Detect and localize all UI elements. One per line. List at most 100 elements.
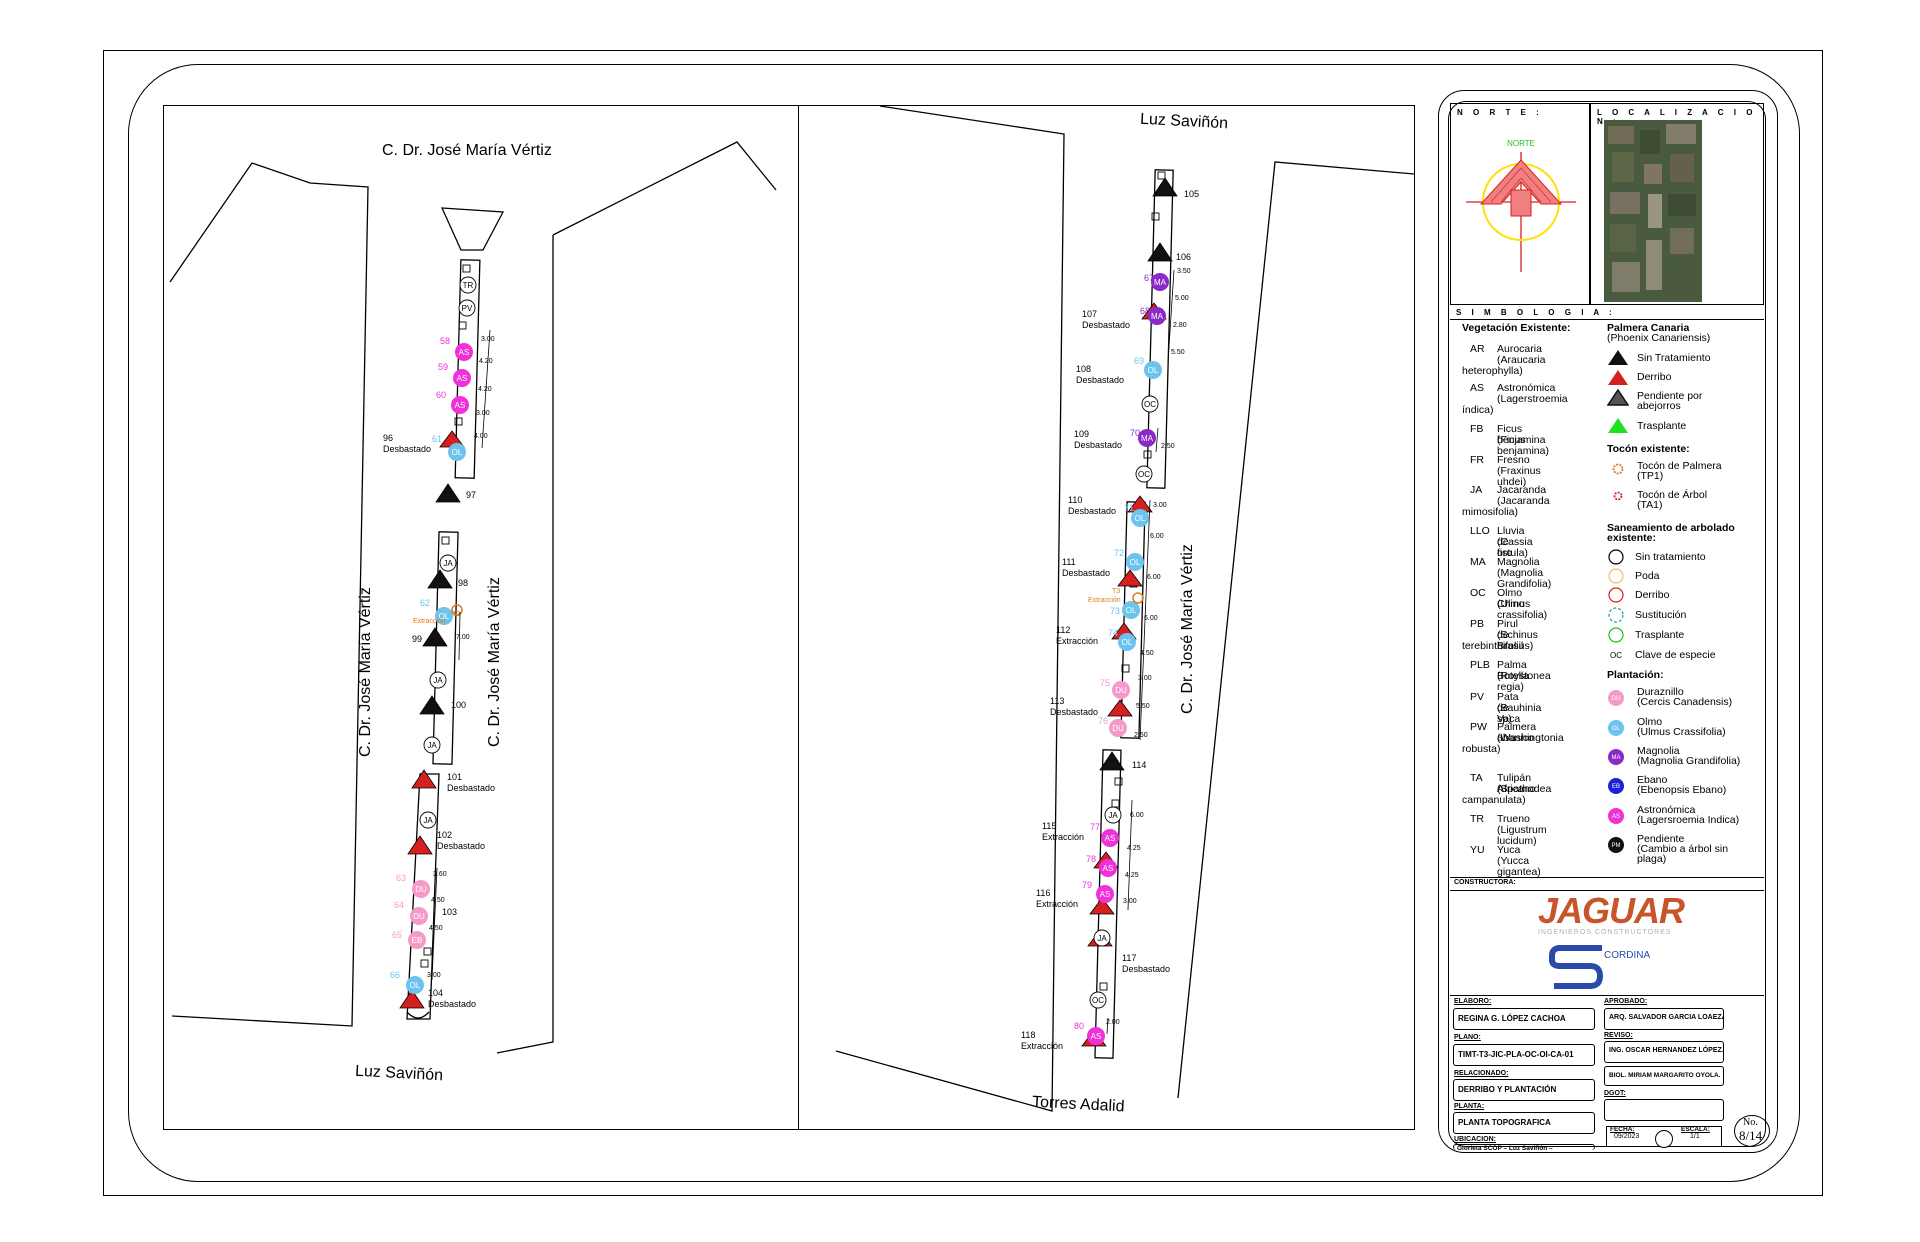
tree-ja: JA (419, 811, 437, 829)
palm-sin-tratamiento (1152, 177, 1178, 197)
dimension-label: 3.00 (1138, 675, 1152, 682)
dimension-label: 6.00 (1144, 615, 1158, 622)
dgot-field (1604, 1099, 1724, 1121)
tree-label: 115 (1042, 821, 1057, 831)
svg-text:JA: JA (443, 559, 453, 568)
planting-number: 61 (432, 434, 443, 444)
sheet-number-value: 8/14 (1739, 1128, 1763, 1143)
north-arrow-icon: NORTE (1466, 139, 1576, 272)
svg-text:AS: AS (1105, 834, 1116, 843)
title-block-inner (1448, 101, 1766, 1147)
palm-sin-tratamiento (422, 627, 448, 647)
tocon-status: Extracción (413, 618, 446, 625)
dimension-label: 7.00 (456, 634, 470, 641)
planting-number: 68 (1140, 306, 1151, 316)
planting-number: 76 (1098, 716, 1109, 726)
tree-label: 114 (1132, 760, 1147, 770)
planting-number: 59 (438, 362, 449, 372)
tree-status: Extracción (1021, 1041, 1064, 1051)
tocon-palmera-icon (1132, 592, 1144, 604)
palm-sin-tratamiento (435, 483, 461, 503)
svg-text:DU: DU (415, 885, 427, 894)
palm-symbol-icons (1607, 350, 1629, 433)
tree-label: 117 (1122, 953, 1137, 963)
plantacion-item: (Cercis Canadensis) (1637, 696, 1733, 708)
svg-text:OL: OL (1135, 514, 1146, 523)
planting-number: 79 (1082, 880, 1093, 890)
planting-number: 69 (1134, 356, 1145, 366)
saneamiento-item: Clave de especie (1635, 649, 1716, 661)
tree-status: Desbastado (1074, 440, 1123, 450)
ubicacion-label: UBICACION: (1454, 1136, 1496, 1143)
tocon-legend-item: Tocón de Árbol (1637, 489, 1708, 501)
tree-status: Desbastado (1068, 506, 1117, 516)
elaboro-label: ELABORO: (1454, 998, 1492, 1005)
title-block (1438, 90, 1778, 1153)
planting-ma: MA (1148, 307, 1166, 325)
dimension-label: 4.20 (478, 386, 492, 393)
plantacion-item: Olmo (1637, 716, 1663, 728)
palm-legend-item: Derribo (1637, 371, 1672, 383)
planting-ol: OL (1122, 601, 1140, 619)
street-label-top-left: C. Dr. José María Vértiz (382, 142, 552, 159)
planting-as: AS (1101, 829, 1119, 847)
tocon-legend-item: (TA1) (1637, 499, 1663, 511)
cordina-logo-text: CORDINA (1604, 950, 1651, 961)
svg-text:OL: OL (439, 612, 450, 621)
dimension-label: 6.00 (1150, 533, 1164, 540)
svg-text:OC: OC (1144, 400, 1156, 409)
svg-text:DU: DU (1612, 696, 1621, 702)
tree-label: 110 (1068, 495, 1083, 505)
planting-ol: OL (1131, 509, 1149, 527)
planting-du: DU (1109, 719, 1127, 737)
svg-text:EB: EB (1612, 784, 1620, 790)
svg-text:MA: MA (1154, 278, 1167, 287)
planting-du: DU (1112, 681, 1130, 699)
tree-ja: JA (1093, 929, 1111, 947)
svg-text:JA: JA (423, 816, 433, 825)
svg-text:OL: OL (1612, 726, 1621, 732)
palm-legend-title: Palmera Canaria (1607, 322, 1690, 334)
palm-derribo (1089, 897, 1115, 915)
dimension-label: 4.50 (429, 925, 443, 932)
dimension-label: 4.25 (1125, 872, 1139, 879)
planting-du: DU (412, 880, 430, 898)
palm-legend-item: abejorros (1637, 400, 1681, 412)
planting-number: 65 (392, 930, 403, 940)
tree-label: 116 (1036, 888, 1051, 898)
tocon-legend-title: Tocón existente: (1607, 443, 1690, 455)
outer-frame (103, 50, 1823, 1196)
palm-derribo (1117, 569, 1143, 587)
tree-status: Extracción (1042, 832, 1085, 842)
dimension-label: 4.20 (479, 358, 493, 365)
tree-label: 98 (458, 578, 469, 588)
dimension-label: 3.00 (481, 336, 495, 343)
ubicacion-field-box (1453, 1144, 1595, 1150)
dimension-label: 5.50 (1171, 349, 1185, 356)
svg-text:JA: JA (427, 741, 437, 750)
tocon-palmera-icon (451, 604, 463, 616)
planting-ma: MA (1151, 273, 1169, 291)
tocon-label: T3 (1112, 588, 1121, 595)
svg-text:TR: TR (463, 281, 474, 290)
palm-derribo (411, 769, 437, 789)
svg-text:OL: OL (410, 981, 421, 990)
dimension-label: 3.60 (433, 871, 447, 878)
planting-ol: OL (1126, 553, 1144, 571)
aprobado-field: ARQ. SALVADOR GARCIA LOAEZA. (1604, 1008, 1724, 1030)
reviso-field-2: BIOL. MIRIAM MARGARITO OYOLA. (1604, 1066, 1724, 1086)
tree-status: Desbastado (437, 841, 486, 851)
escala-label: ESCALA: (1681, 1126, 1710, 1133)
planting-number: 73 (1110, 606, 1121, 616)
tree-label: 109 (1074, 429, 1090, 439)
svg-text:DU: DU (1112, 724, 1124, 733)
saneamiento-item: Derribo (1635, 589, 1670, 601)
palm-derribo (407, 835, 433, 855)
tree-label: 99 (412, 634, 423, 644)
saneamiento-item: Poda (1635, 570, 1660, 582)
svg-text:MA: MA (1151, 312, 1164, 321)
planting-ma: MA (1138, 429, 1156, 447)
saneamiento-title: Saneamiento de arbolado (1607, 522, 1735, 534)
svg-text:OC: OC (1138, 470, 1150, 479)
